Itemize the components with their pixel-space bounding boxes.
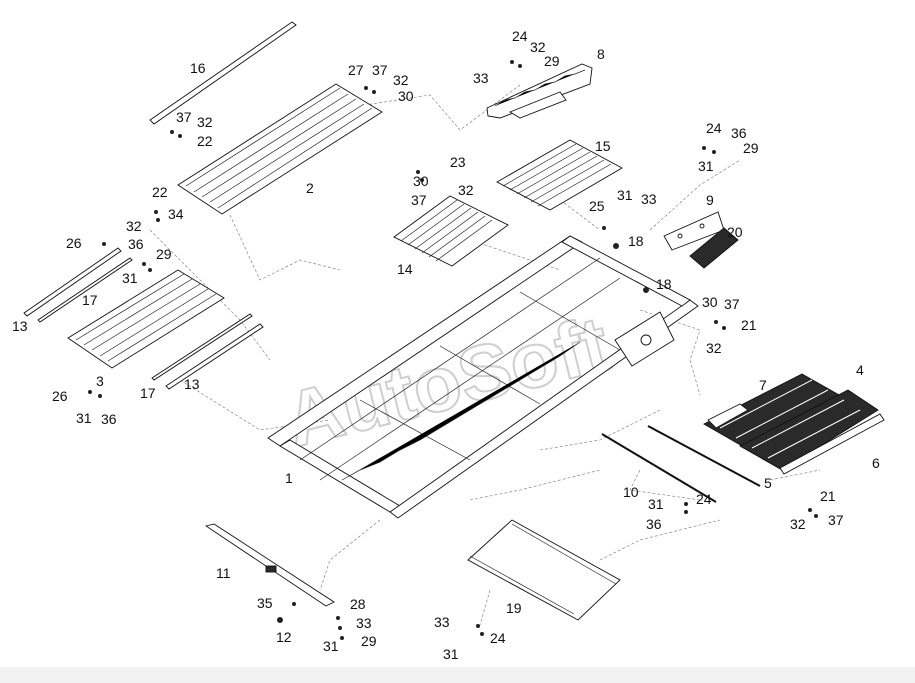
callout-30: 30 [398,88,414,104]
callout-24: 24 [706,120,722,136]
callout-26: 26 [66,235,82,251]
callout-32: 32 [790,516,806,532]
callout-22: 22 [152,184,168,200]
callout-37: 37 [411,192,427,208]
callout-32: 32 [706,340,722,356]
callout-37: 37 [372,62,388,78]
callout-37: 37 [176,109,192,125]
callout-33: 33 [473,70,489,86]
callout-27: 27 [348,62,364,78]
part-3-lower-sieve [67,269,225,369]
callout-36: 36 [128,236,144,252]
callout-19: 19 [506,600,522,616]
callout-30: 30 [702,294,718,310]
callout-37: 37 [724,296,740,312]
callout-20: 20 [727,224,743,240]
callout-13: 13 [12,318,28,334]
callout-29: 29 [361,633,377,649]
callout-7: 7 [759,377,767,393]
callout-16: 16 [190,60,206,76]
callout-6: 6 [872,455,880,471]
callout-32: 32 [197,114,213,130]
callout-31: 31 [648,496,664,512]
callout-33: 33 [434,614,450,630]
callout-32: 32 [126,218,142,234]
callout-24: 24 [490,630,506,646]
callout-32: 32 [530,39,546,55]
callout-1: 1 [285,470,293,486]
callout-23: 23 [450,154,466,170]
callout-31: 31 [122,270,138,286]
callout-28: 28 [350,596,366,612]
part-15-slat-panel [496,139,623,211]
callout-37: 37 [828,512,844,528]
part-19-trough [467,519,621,621]
part-17-strip-left [37,257,133,323]
callout-14: 14 [397,261,413,277]
callout-36: 36 [646,516,662,532]
callout-12: 12 [276,629,292,645]
callout-4: 4 [856,362,864,378]
callout-8: 8 [597,46,605,62]
part-13-strip-right [165,323,264,390]
part-10-rods [601,425,761,503]
callout-2: 2 [306,180,314,196]
callout-31: 31 [698,158,714,174]
callout-13: 13 [184,376,200,392]
callout-21: 21 [741,317,757,333]
callout-24: 24 [696,491,712,507]
callout-5: 5 [764,475,772,491]
callout-21: 21 [820,488,836,504]
part-1-main-frame [267,235,699,519]
callout-17: 17 [140,385,156,401]
part-2-upper-sieve [177,83,383,215]
callout-22: 22 [197,133,213,149]
callout-31: 31 [76,410,92,426]
part-13-strip-left [23,247,122,317]
callout-26: 26 [52,388,68,404]
callout-31: 31 [443,646,459,662]
callout-15: 15 [595,138,611,154]
callout-3: 3 [96,373,104,389]
part-8-toothed-bracket [486,63,593,119]
bottom-strip [0,667,915,683]
part-20-grille [689,227,739,269]
part-14-slat-panel [393,195,509,267]
callout-36: 36 [101,411,117,427]
callout-34: 34 [168,206,184,222]
part-4-6-7-sieve-assembly [703,373,885,475]
callout-36: 36 [731,125,747,141]
callout-31: 31 [617,187,633,203]
callout-32: 32 [393,72,409,88]
callout-24: 24 [512,28,528,44]
callout-35: 35 [257,595,273,611]
callout-29: 29 [743,140,759,156]
callout-29: 29 [156,246,172,262]
part-11-bracket [204,523,335,607]
callout-17: 17 [82,292,98,308]
callout-33: 33 [641,191,657,207]
callout-labels: 16 37 32 22 27 37 32 30 2 22 34 32 24 32… [12,28,880,662]
part-2-ribs [185,87,373,209]
part-17-strip-right [151,313,253,381]
callout-29: 29 [544,53,560,69]
callout-10: 10 [623,484,639,500]
callout-25: 25 [589,198,605,214]
callout-9: 9 [706,192,714,208]
callout-33: 33 [356,615,372,631]
callout-18: 18 [656,276,672,292]
callout-32: 32 [458,182,474,198]
callout-30: 30 [413,173,429,189]
callout-18: 18 [628,233,644,249]
callout-11: 11 [216,565,231,581]
part-16-strip [149,21,297,125]
hardware-bolts [88,60,818,640]
callout-31: 31 [323,638,339,654]
